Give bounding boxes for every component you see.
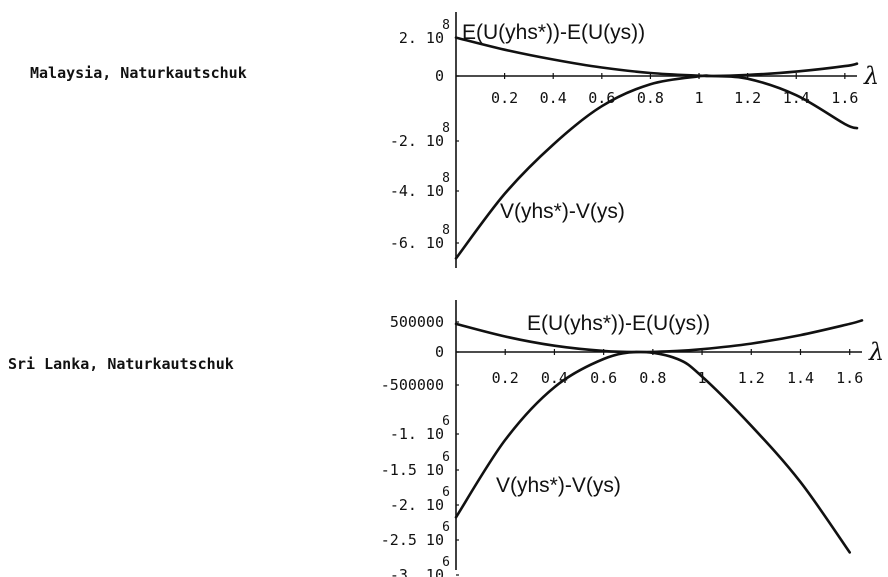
chart-2-y-tick-exponent: 6 [442, 485, 450, 500]
chart-1-x-tick-label: 1 [695, 89, 704, 107]
chart-1-y-tick-exponent: 8 [442, 18, 450, 33]
chart-2-x-tick-label: 1.4 [787, 369, 814, 387]
chart-1-x-tick-label: 1.2 [734, 89, 761, 107]
chart-2-y-tick-label: 0 [435, 343, 444, 361]
chart-2-y-tick-exponent: 6 [442, 520, 450, 535]
chart-2-x-tick-label: 1.2 [738, 369, 765, 387]
chart-1-series-2-label: V(yhs*)-V(ys) [500, 200, 625, 223]
chart-1-y-tick-exponent: 8 [442, 121, 450, 136]
chart-1-y-tick-label: -4. 10 [390, 182, 444, 200]
chart-1-x-tick-label: 0.2 [491, 89, 518, 107]
chart-1-series-2-line [454, 74, 859, 260]
chart-2-y-tick-exponent: 6 [442, 414, 450, 429]
chart-2-series-1-line [454, 319, 864, 354]
chart-2-x-tick-label: 1.6 [836, 369, 863, 387]
chart-1-series-1-label: E(U(yhs*))-E(U(ys)) [462, 21, 645, 44]
chart-2-series-1-label: E(U(yhs*))-E(U(ys)) [527, 312, 710, 335]
chart-1-x-tick-label: 0.4 [540, 89, 567, 107]
chart-2-x-tick-label: 0.6 [590, 369, 617, 387]
chart-2-y-tick-exponent: 6 [442, 450, 450, 465]
chart-2-y-tick-label: 500000 [390, 313, 444, 331]
chart-2-y-tick-label: -1. 10 [390, 425, 444, 443]
chart-1-x-axis-label: λ [863, 62, 879, 90]
chart-2-y-tick-label: -3. 10 [390, 566, 444, 577]
chart-2-series-2-label: V(yhs*)-V(ys) [496, 474, 621, 497]
chart-1-x-tick-label: 0.6 [588, 89, 615, 107]
chart-1-y-tick-exponent: 8 [442, 223, 450, 238]
chart-2-x-tick-label: 0.2 [492, 369, 519, 387]
chart-1-title: Malaysia, Naturkautschuk [30, 64, 247, 82]
chart-2-title: Sri Lanka, Naturkautschuk [8, 355, 234, 373]
chart-1-x-tick-label: 0.8 [637, 89, 664, 107]
chart-1-y-tick-label: -6. 10 [390, 234, 444, 252]
chart-2-y-tick-label: -1.5 10 [381, 461, 444, 479]
chart-1-x-tick-label: 1.6 [831, 89, 858, 107]
chart-2-x-axis-label: λ [868, 338, 884, 366]
chart-2-x-tick-label: 0.4 [541, 369, 568, 387]
chart-2-y-tick-label: -2.5 10 [381, 531, 444, 549]
chart-2-series-2-line [454, 350, 851, 554]
chart-1-y-tick-label: -2. 10 [390, 132, 444, 150]
chart-1-y-tick-label: 0 [435, 67, 444, 85]
chart-1-y-tick-exponent: 8 [442, 171, 450, 186]
chart-2-y-tick-label: -2. 10 [390, 496, 444, 514]
chart-2-x-tick-label: 0.8 [639, 369, 666, 387]
chart-1-y-tick-label: 2. 10 [399, 29, 444, 47]
chart-2-y-tick-label: -500000 [381, 376, 444, 394]
chart-2-y-tick-exponent: 6 [442, 555, 450, 570]
